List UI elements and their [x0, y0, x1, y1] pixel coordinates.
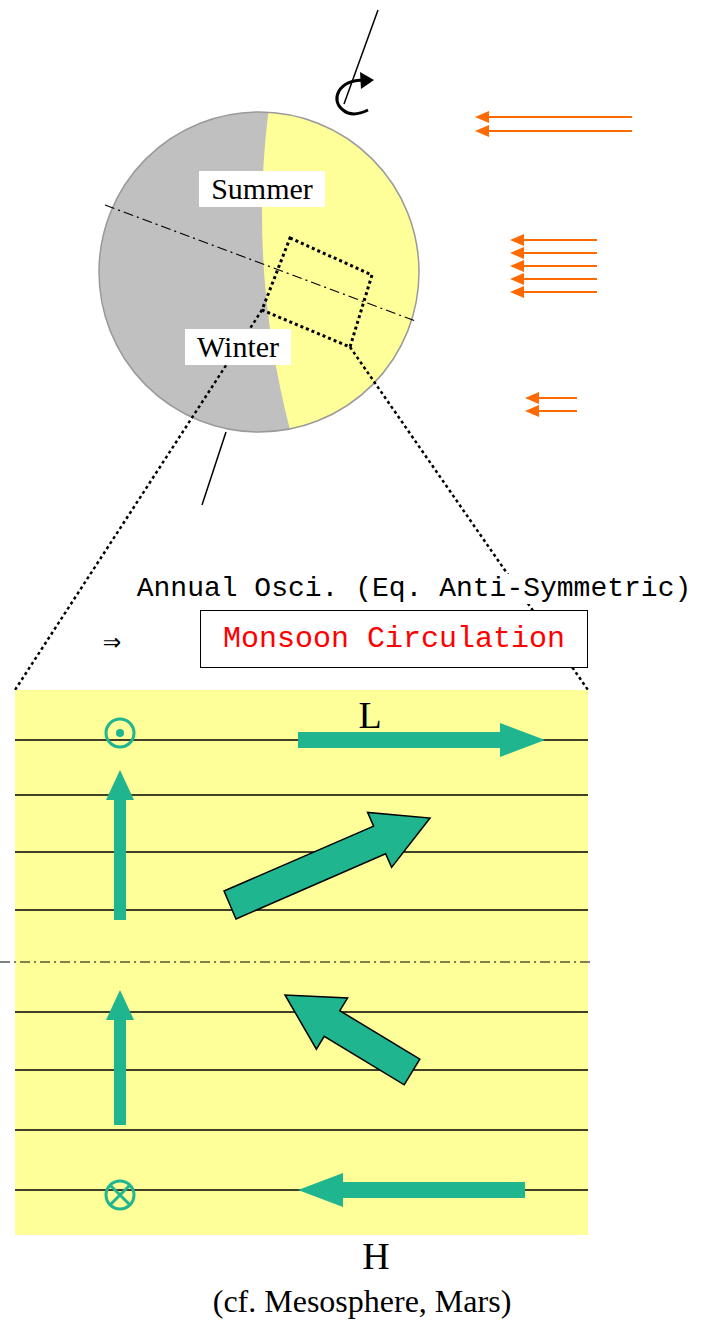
rotation-arrowhead — [360, 72, 374, 89]
pressure-label: L — [358, 695, 381, 737]
equator-line — [105, 205, 418, 322]
implies-arrow: ⇒ — [103, 624, 121, 657]
pressure-label: H — [362, 1236, 389, 1278]
wind-arrow — [298, 723, 545, 757]
meridional-arrow — [106, 990, 134, 1125]
into-page-symbol — [110, 1185, 130, 1205]
sunlight-arrows — [475, 111, 632, 417]
heading-note: Annual Osci. (Eq. Anti-Symmetric) — [137, 574, 692, 605]
rotation-axis — [202, 432, 226, 505]
meridional-arrow — [106, 770, 134, 920]
out-of-page-symbol — [116, 729, 124, 737]
globe-outline — [99, 112, 419, 432]
caption: (cf. Mesosphere, Mars) — [213, 1284, 512, 1319]
equator-line — [0, 961, 592, 962]
node-text: Winter — [197, 329, 279, 365]
wind-arrow — [298, 1173, 525, 1207]
into-page-symbol — [106, 1181, 134, 1209]
node-text: Summer — [211, 171, 313, 207]
season-label: Winter — [185, 329, 291, 365]
wind-arrow — [224, 812, 430, 919]
wind-arrow — [285, 995, 420, 1085]
latitude-lines — [15, 740, 588, 1190]
out-of-page-symbol — [106, 719, 134, 747]
monsoon-box: Monsoon Circulation — [200, 610, 588, 668]
globe-night-side — [90, 100, 294, 445]
rotation-axis — [344, 10, 378, 104]
node-text: Monsoon Circulation — [223, 621, 565, 657]
season-label: Summer — [199, 171, 325, 207]
